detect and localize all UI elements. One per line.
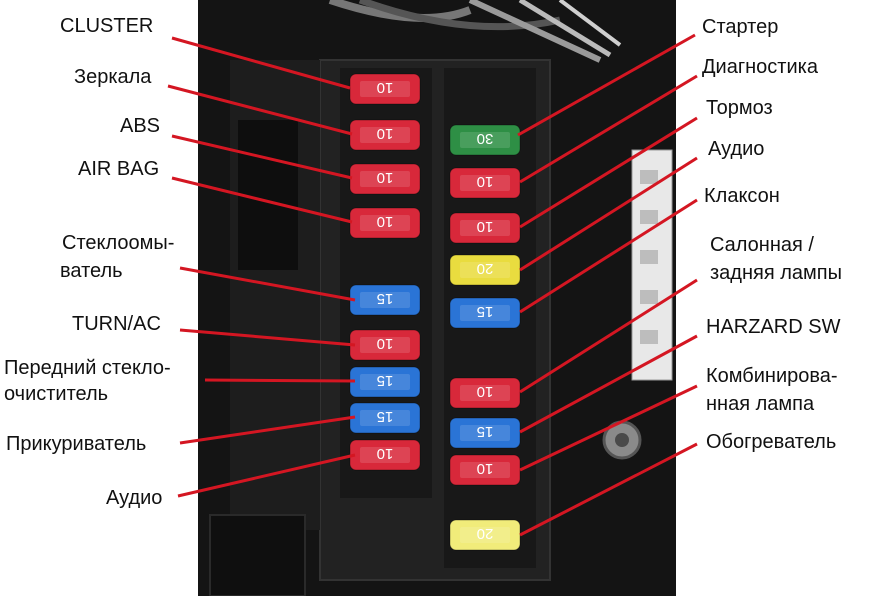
wire [558,0,622,47]
fuse-rating: 15 [477,423,494,440]
fuse-rating: 10 [377,213,394,230]
leader-line [167,84,353,136]
fuse: 15 [449,417,521,449]
leader-line [171,176,353,224]
label-audio-left: Аудио [106,487,163,509]
leader-line [519,74,698,184]
fuse: 20 [449,254,521,286]
label-lighter: Прикуриватель [6,433,147,455]
fuse-rating: 10 [377,79,394,96]
fuse: 15 [349,402,421,434]
label-wiper-line1: Передний стекло- [4,357,171,379]
leader-line [171,134,353,180]
leader-line [519,198,698,314]
fuse-rating: 10 [477,218,494,235]
fuse-rating: 10 [377,169,394,186]
connector-pin [640,210,658,224]
fuse-rating: 15 [377,372,394,389]
label-hazard: HARZARD SW [706,316,841,338]
fuse: 15 [349,284,421,316]
leader-line [171,36,351,90]
label-horn: Клаксон [704,185,780,207]
bolt-center [615,433,629,447]
fuse: 10 [349,163,421,195]
label-airbag: AIR BAG [78,158,160,180]
fuse: 30 [449,124,521,156]
fuse-rating: 15 [377,408,394,425]
label-abs: ABS [120,115,161,137]
fuse-rating: 20 [477,260,494,277]
relay [209,514,306,596]
leader-line [179,415,356,445]
leader-line [204,378,356,383]
fuse: 20 [449,519,521,551]
fuse: 10 [349,73,421,105]
leader-lines [167,33,698,537]
connector-pin [640,250,658,264]
label-starter: Стартер [702,16,779,38]
connector-pin [640,290,658,304]
leader-line [519,442,698,537]
label-salon-line2: задняя лампы [710,262,842,284]
label-washer-line2: ватель [60,260,123,282]
fuse-column-left: 10 10 10 10 15 10 15 15 10 [349,73,421,471]
leader-line [517,33,696,137]
white-connector [631,149,673,381]
fuse: 10 [349,329,421,361]
fuse: 10 [449,454,521,486]
fuse-rating: 10 [477,173,494,190]
fuse-rating: 10 [377,125,394,142]
wire [518,0,612,58]
wire [358,0,561,31]
fuse-rating: 20 [477,525,494,542]
leader-line [179,328,356,347]
label-diagnostics: Диагностика [702,56,818,78]
wire [468,0,602,63]
label-heater: Обогреватель [706,431,837,453]
fuse: 10 [349,207,421,239]
leader-line [519,156,698,272]
fuse: 10 [349,119,421,151]
connector-pin [640,330,658,344]
label-combo-line1: Комбинирова- [706,365,838,387]
leader-line [519,384,698,472]
fuse-rating: 15 [477,303,494,320]
fuse-rating: 10 [477,460,494,477]
leader-line [519,278,698,394]
label-mirrors: Зеркала [74,66,152,88]
label-turn: TURN/AC [72,313,161,335]
fuse-rating: 30 [477,130,494,147]
label-washer-line1: Стеклоомы- [62,232,175,254]
label-salon-line1: Салонная / [710,234,814,256]
label-brake: Тормоз [706,97,773,119]
fuse: 15 [349,366,421,398]
label-cluster: CLUSTER [60,15,154,37]
fuse-column-right: 30 10 10 20 15 10 15 10 20 [449,124,521,551]
label-wiper-line2: очиститель [4,383,109,405]
fuse-rating: 10 [377,335,394,352]
label-combo-line2: нная лампа [706,393,815,415]
side-cavity [238,120,298,270]
leader-line [179,266,356,302]
fuse: 15 [449,297,521,329]
fuse: 10 [349,439,421,471]
label-audio-right: Аудио [708,138,765,160]
fuse: 10 [449,212,521,244]
fuse-rating: 15 [377,290,394,307]
connector-pin [640,170,658,184]
leader-line [519,334,698,434]
leader-line [177,453,356,498]
fuse-rating: 10 [477,383,494,400]
fuse-rating: 10 [377,445,394,462]
leader-line [519,116,698,229]
fuse: 10 [449,377,521,409]
fuse: 10 [449,167,521,199]
